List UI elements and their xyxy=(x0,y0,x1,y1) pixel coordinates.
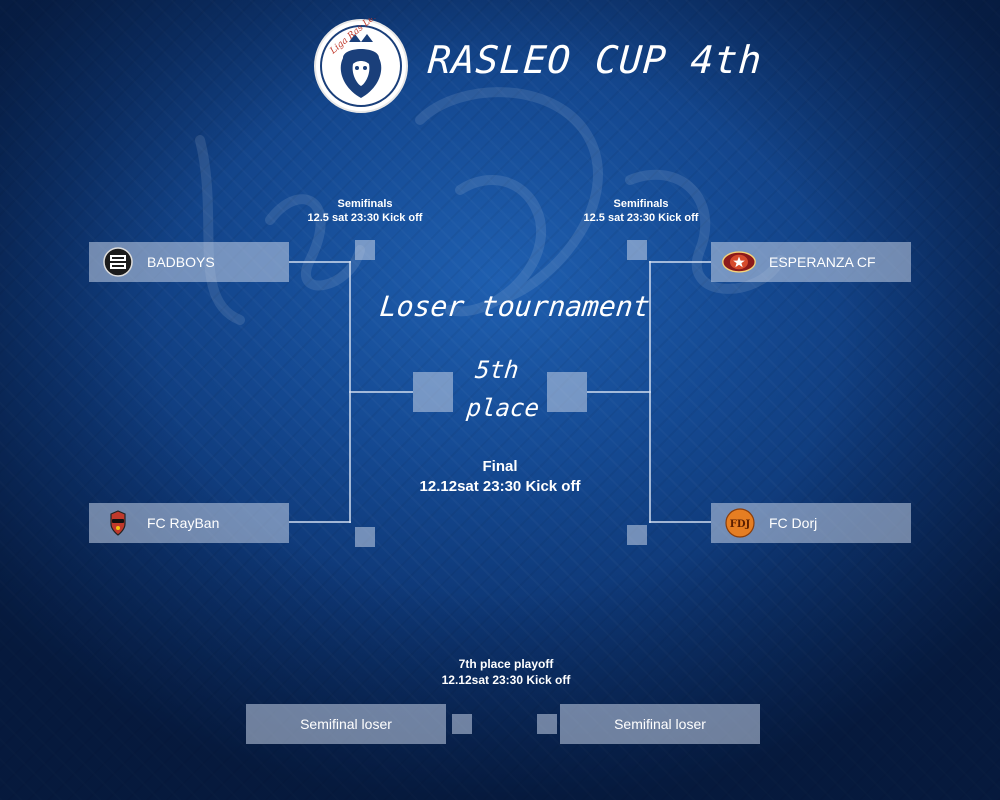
bracket-line xyxy=(649,261,711,263)
place-label-line1: 5th xyxy=(473,356,521,384)
team-name: ESPERANZA CF xyxy=(769,254,876,270)
left-semifinal-title: Semifinals xyxy=(337,198,393,210)
rayban-crest-icon xyxy=(110,510,126,536)
right-semifinal-caption: Semifinals 12.5 sat 23:30 Kick off xyxy=(561,197,721,225)
team-name: BADBOYS xyxy=(147,254,215,270)
place-label-line2: place xyxy=(465,394,541,422)
left-semifinal-caption: Semifinals 12.5 sat 23:30 Kick off xyxy=(285,197,445,225)
team-name: FC Dorj xyxy=(769,515,818,531)
league-logo: Liga Ras Leone xyxy=(314,18,408,113)
team-fc-rayban[interactable]: FC RayBan xyxy=(89,503,289,543)
svg-text:FDJ: FDJ xyxy=(730,519,751,530)
seventh-place-right-team[interactable]: Semifinal loser xyxy=(560,704,760,744)
team-esperanza-cf[interactable]: ESPERANZA CF xyxy=(711,242,911,282)
seventh-place-score-right xyxy=(537,714,557,734)
left-semifinal-time: 12.5 sat 23:30 Kick off xyxy=(307,212,423,224)
page-title: RASLEO CUP 4th xyxy=(426,38,764,82)
final-score-box-right xyxy=(547,372,587,412)
esperanza-crest-icon xyxy=(722,251,756,273)
final-time: 12.12sat 23:30 Kick off xyxy=(419,478,581,495)
seventh-place-score-left xyxy=(452,714,472,734)
seventh-place-time: 12.12sat 23:30 Kick off xyxy=(441,673,571,687)
final-title: Final xyxy=(482,458,518,475)
team-name: FC RayBan xyxy=(147,515,220,531)
final-score-box-left xyxy=(413,372,453,412)
right-semifinal-title: Semifinals xyxy=(613,198,669,210)
score-box-top-left xyxy=(355,240,375,260)
bracket-line xyxy=(289,261,351,263)
final-caption: Final 12.12sat 23:30 Kick off xyxy=(370,457,630,497)
team-badboys[interactable]: BADBOYS xyxy=(89,242,289,282)
bracket-line xyxy=(289,521,351,523)
bracket-line xyxy=(587,391,651,393)
team-fc-dorj[interactable]: FDJ FC Dorj xyxy=(711,503,911,543)
badboys-crest-icon xyxy=(103,247,133,277)
tournament-subtitle: Loser tournament xyxy=(378,290,652,323)
seventh-place-left-team[interactable]: Semifinal loser xyxy=(246,704,446,744)
bracket-line xyxy=(349,391,413,393)
bracket-line xyxy=(649,521,711,523)
score-box-top-right xyxy=(627,240,647,260)
right-semifinal-time: 12.5 sat 23:30 Kick off xyxy=(583,212,699,224)
seventh-place-caption: 7th place playoff 12.12sat 23:30 Kick of… xyxy=(406,656,606,688)
score-box-bottom-right xyxy=(627,525,647,545)
dorj-crest-icon: FDJ xyxy=(725,508,755,538)
seventh-place-title: 7th place playoff xyxy=(458,657,554,671)
score-box-bottom-left xyxy=(355,527,375,547)
